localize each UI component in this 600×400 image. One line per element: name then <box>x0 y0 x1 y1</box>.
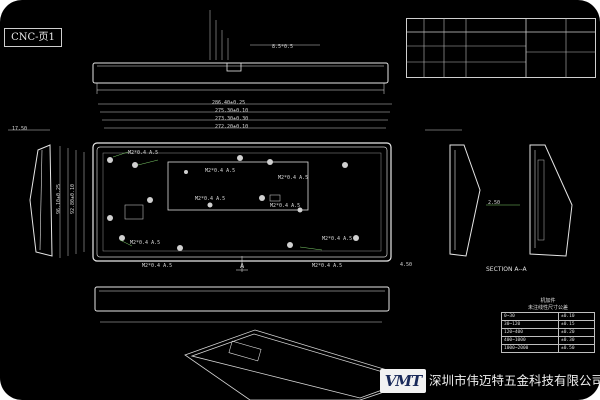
hole-callout: M2*0.4 A.5 <box>128 150 159 156</box>
top-view <box>92 62 389 94</box>
dim-top-small: 8.5*0.5 <box>272 44 294 50</box>
dim-inner-width-1: 275.30±0.10 <box>215 108 249 114</box>
tolerance-range: 120~400 <box>500 328 560 337</box>
hole-callout: M2*0.4 A.5 <box>322 236 353 242</box>
bottom-view <box>94 286 390 323</box>
company-name: 深圳市伟迈特五金科技有限公司 <box>429 373 600 388</box>
dim-left-height: 96.10±0.25 <box>56 183 63 215</box>
title-block-grid <box>406 18 596 78</box>
dim-section-a: A <box>240 262 245 270</box>
tolerance-value: ±0.50 <box>558 344 595 353</box>
dim-side: 2.50 <box>488 200 501 206</box>
hole-callout: M2*0.4 A.5 <box>205 168 236 174</box>
tolerance-value: ±0.30 <box>558 336 595 345</box>
tolerance-range: 400~1000 <box>500 336 560 345</box>
hole-callout: M2*0.4 A.5 <box>278 175 309 181</box>
dim-left-height-2: 92.80±0.10 <box>70 183 77 215</box>
left-profile <box>8 129 53 257</box>
tolerance-row: 1000~2000±0.50 <box>500 344 595 353</box>
dim-outer-width: 286.40±0.25 <box>212 100 246 106</box>
tolerance-range: 30~120 <box>500 320 560 329</box>
tolerance-value: ±0.20 <box>558 328 595 337</box>
dim-thickness: 17.50 <box>12 126 28 132</box>
dim-inner-width-2: 273.30±0.30 <box>215 116 249 122</box>
tolerance-row: 30~120±0.15 <box>500 320 595 329</box>
tolerance-caption: 机加件 未注线性尺寸公差 <box>527 298 568 311</box>
plan-view <box>59 103 392 272</box>
right-profile <box>425 129 481 257</box>
tolerance-row: 400~1000±0.30 <box>500 336 595 345</box>
dim-right: 4.50 <box>400 262 413 268</box>
mount-holes <box>107 155 359 251</box>
tolerance-row: 0~30±0.10 <box>500 312 595 321</box>
company-logo: VMT <box>380 369 426 393</box>
tolerance-value: ±0.10 <box>558 312 595 321</box>
tolerance-range: 1000~2000 <box>500 344 560 353</box>
tolerance-value: ±0.15 <box>558 320 595 329</box>
tolerance-row: 120~400±0.20 <box>500 328 595 337</box>
hole-callout: M2*0.4 A.5 <box>312 263 343 269</box>
top-dim-lines <box>209 10 320 60</box>
dim-inner-width-3: 272.20±0.10 <box>215 124 249 130</box>
hole-callout: M2*0.4 A.5 <box>130 240 161 246</box>
hole-callout: M2*0.4 A.5 <box>142 263 173 269</box>
tolerance-range: 0~30 <box>500 312 560 321</box>
section-label: SECTION A--A <box>486 266 527 273</box>
section-aa <box>486 144 573 257</box>
sheet-tab[interactable]: CNC-页1 <box>4 28 62 47</box>
hole-callout: M2*0.4 A.5 <box>270 203 301 209</box>
hole-callout: M2*0.4 A.5 <box>195 196 226 202</box>
